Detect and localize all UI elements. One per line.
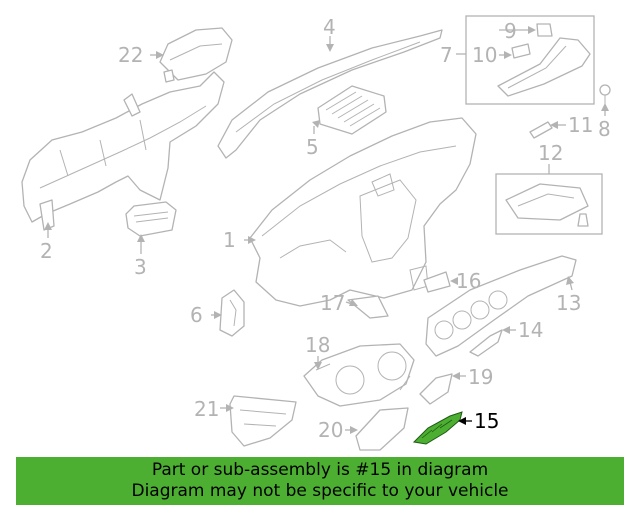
part-15-highlighted (412, 411, 463, 445)
callout-6: 6 (190, 303, 203, 327)
leader-lines (44, 26, 609, 434)
callout-5: 5 (306, 135, 319, 159)
callout-14: 14 (518, 318, 543, 342)
banner-line-2: Diagram may not be specific to your vehi… (131, 481, 509, 501)
part-19-trim (419, 373, 453, 405)
callout-4: 4 (323, 15, 336, 39)
callout-16: 16 (456, 269, 481, 293)
callout-10: 10 (472, 43, 497, 67)
part-8-bolt (599, 84, 611, 104)
part-5-grille (317, 85, 387, 135)
callout-11: 11 (568, 113, 593, 137)
part-7-trim-panel (497, 37, 591, 97)
part-14-trim (469, 329, 503, 357)
part-6-end-cap (219, 289, 245, 337)
callout-20: 20 (318, 418, 343, 442)
callout-2: 2 (40, 239, 53, 263)
callout-7: 7 (440, 43, 453, 67)
callout-3: 3 (134, 255, 147, 279)
part-20-lower-panel (355, 407, 409, 451)
part-11-clip (529, 121, 553, 139)
callout-13: 13 (556, 291, 581, 315)
part-21-glove-box (229, 395, 297, 447)
part-17-trim (347, 295, 389, 319)
callout-17: 17 (320, 291, 345, 315)
callout-21: 21 (194, 397, 219, 421)
part-22-airbag (159, 27, 233, 83)
part-12-group-box (495, 173, 603, 235)
info-banner: Part or sub-assembly is #15 in diagram D… (16, 457, 624, 505)
part-7-group-box (456, 15, 595, 105)
part-3-bracket (125, 201, 177, 237)
callout-19: 19 (468, 365, 493, 389)
callout-labels: 22 2 3 4 5 6 7 8 9 10 11 12 1 13 14 16 1… (40, 15, 611, 442)
callout-22: 22 (118, 43, 143, 67)
callout-1: 1 (223, 228, 236, 252)
callout-9: 9 (504, 19, 517, 43)
part-10-clip (511, 43, 531, 59)
part-16-insert (423, 271, 451, 293)
part-9-clip (536, 23, 553, 37)
callout-12: 12 (538, 141, 563, 165)
part-1-instrument-panel (249, 117, 477, 307)
callout-18: 18 (305, 333, 330, 357)
callout-15: 15 (474, 409, 499, 433)
part-4-defroster-trim (217, 29, 443, 159)
part-2-cross-car-beam (21, 71, 225, 231)
part-13-dash-trim (425, 255, 577, 357)
banner-line-1: Part or sub-assembly is #15 in diagram (151, 460, 489, 480)
callout-8: 8 (598, 117, 611, 141)
